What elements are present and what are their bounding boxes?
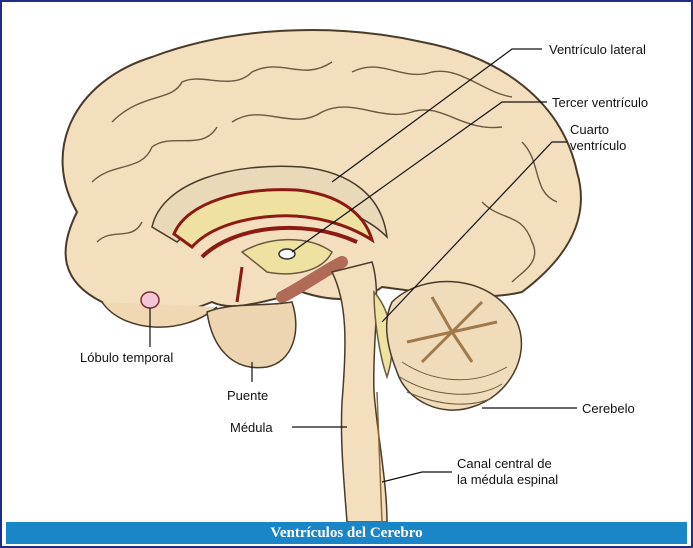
- third-ventricle-spot: [279, 249, 295, 259]
- cerebellum: [387, 282, 522, 411]
- temporal-horn: [141, 292, 159, 308]
- label-puente: Puente: [227, 388, 268, 403]
- label-canal-central: Canal central de: [457, 456, 552, 471]
- label-cuarto: Cuarto: [570, 122, 609, 137]
- pons: [207, 302, 296, 368]
- brain-diagram: Ventrículo lateral Tercer ventrículo Cua…: [2, 2, 691, 522]
- label-medula: Médula: [230, 420, 273, 435]
- label-cuarto-ventriculo: ventrículo: [570, 138, 626, 153]
- figure-caption: Ventrículos del Cerebro: [6, 522, 687, 544]
- label-medula-espinal: la médula espinal: [457, 472, 558, 487]
- label-cerebelo: Cerebelo: [582, 401, 635, 416]
- label-ventriculo-lateral: Ventrículo lateral: [549, 42, 646, 57]
- label-lobulo-temporal: Lóbulo temporal: [80, 350, 173, 365]
- label-tercer-ventriculo: Tercer ventrículo: [552, 95, 648, 110]
